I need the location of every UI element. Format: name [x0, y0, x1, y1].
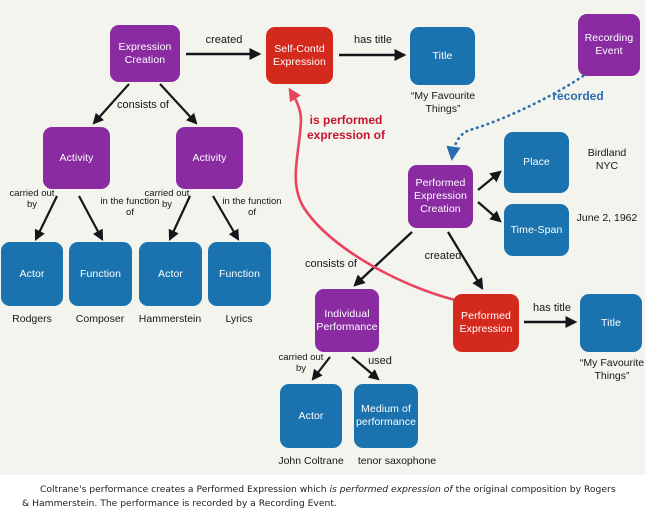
node-actor-3[interactable]: Actor — [280, 384, 342, 448]
node-label: Title — [601, 316, 621, 329]
node-individual-performance[interactable]: Individual Performance — [315, 289, 379, 352]
node-label: Time-Span — [510, 223, 563, 236]
node-actor-2[interactable]: Actor — [139, 242, 202, 306]
edge-to-place — [477, 170, 502, 191]
edge-recorded — [446, 74, 585, 161]
node-label: Activity — [59, 151, 94, 164]
edge-label-has-title-1: has title — [354, 34, 392, 46]
edge-label-recorded: recorded — [552, 89, 604, 103]
caption-part-1: Coltrane's performance creates a Perform… — [40, 484, 330, 495]
node-label: Performed Expression — [459, 310, 513, 335]
value-actor-3: John Coltrane — [278, 455, 344, 467]
value-function-1: Composer — [75, 313, 125, 325]
edge-carried-out-by-1 — [34, 195, 58, 241]
node-title-1[interactable]: Title — [410, 27, 475, 85]
value-time-span: June 2, 1962 — [576, 212, 638, 224]
node-label: Title — [432, 49, 453, 62]
node-label: Self-Contd Expression — [273, 42, 326, 68]
node-activity-2[interactable]: Activity — [176, 127, 243, 189]
figure-caption: Coltrane's performance creates a Perform… — [0, 475, 645, 521]
node-label: Actor — [19, 267, 45, 280]
edge-label-consists-of-1: consists of — [117, 99, 169, 111]
value-function-2: Lyrics — [225, 313, 253, 325]
edge-label-used: used — [368, 355, 392, 367]
node-activity-1[interactable]: Activity — [43, 127, 110, 189]
edge-label-is-performed-expression-of: is performed expression of — [306, 113, 386, 142]
edge-created-2 — [447, 231, 484, 290]
value-place: Birdland NYC — [587, 147, 627, 172]
node-recording-event[interactable]: Recording Event — [578, 14, 640, 76]
node-self-contd-expression[interactable]: Self-Contd Expression — [266, 27, 333, 84]
node-expression-creation[interactable]: Expression Creation — [110, 25, 180, 82]
edge-to-time-span — [477, 201, 502, 223]
node-label: Medium of performance — [355, 403, 417, 428]
node-time-span[interactable]: Time-Span — [504, 204, 569, 256]
edge-consists-of-1 — [92, 83, 130, 125]
node-performed-expression[interactable]: Performed Expression — [453, 294, 519, 352]
value-title-1: “My Favourite Things” — [410, 90, 476, 115]
node-medium-of-performance[interactable]: Medium of performance — [354, 384, 418, 448]
value-actor-1: Rodgers — [12, 313, 52, 325]
edge-in-the-function-of-2 — [212, 195, 240, 241]
edge-label-carried-out-by-2: carried out by — [144, 188, 190, 210]
node-performed-expression-creation[interactable]: Performed Expression Creation — [408, 165, 473, 228]
value-actor-2: Hammerstein — [138, 313, 202, 325]
node-function-1[interactable]: Function — [69, 242, 132, 306]
edge-consists-of-1b — [159, 83, 198, 125]
edge-label-created-1: created — [205, 34, 243, 46]
edge-label-created-2: created — [424, 250, 462, 262]
edge-consists-of-2 — [353, 231, 413, 287]
node-label: Function — [218, 267, 261, 280]
caption-part-2-italic: is performed expression of — [329, 484, 453, 495]
node-function-2[interactable]: Function — [208, 242, 271, 306]
node-label: Performed Expression Creation — [414, 177, 467, 215]
node-label: Expression Creation — [118, 40, 172, 66]
node-label: Function — [79, 267, 122, 280]
node-actor-1[interactable]: Actor — [1, 242, 63, 306]
node-label: Recording Event — [584, 32, 634, 57]
edge-label-carried-out-by-1: carried out by — [9, 188, 55, 210]
node-title-2[interactable]: Title — [580, 294, 642, 352]
edge-label-consists-of-2: consists of — [305, 258, 357, 270]
node-label: Individual Performance — [316, 307, 378, 333]
edge-label-in-the-function-of-1: in the function of — [100, 196, 160, 218]
value-title-2: “My Favourite Things” — [579, 357, 645, 382]
caption-part-3: the original composition by Rogers & Ham… — [22, 484, 616, 509]
edge-label-in-the-function-of-2: in the function of — [222, 196, 282, 218]
edge-used — [351, 356, 380, 381]
edge-carried-out-by-3 — [311, 356, 331, 381]
node-label: Activity — [192, 151, 227, 164]
edge-is-performed-expression-of — [288, 87, 457, 302]
node-place[interactable]: Place — [504, 132, 569, 193]
edge-label-has-title-2: has title — [533, 302, 571, 314]
edge-in-the-function-of-1 — [78, 195, 104, 241]
node-label: Actor — [298, 409, 324, 422]
node-label: Actor — [157, 267, 183, 280]
edge-carried-out-by-2 — [168, 195, 191, 241]
diagram-canvas: Expression Creation Self-Contd Expressio… — [0, 0, 645, 475]
edge-label-carried-out-by-3: carried out by — [278, 352, 324, 374]
node-label: Place — [523, 156, 550, 168]
diagram-edges-layer — [34, 48, 585, 381]
value-medium-of-performance: tenor saxophone — [357, 455, 437, 467]
